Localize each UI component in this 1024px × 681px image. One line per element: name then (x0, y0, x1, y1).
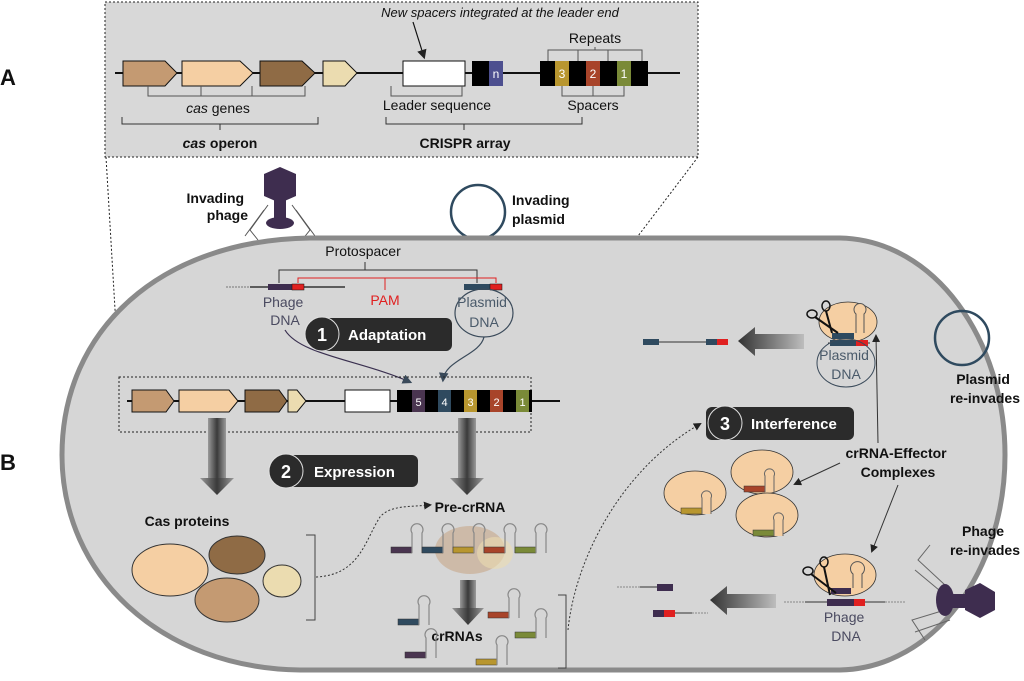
invading-plasmid (449, 183, 507, 241)
array-spacer-label: 4 (441, 397, 447, 409)
array-spacer-label: 1 (519, 397, 525, 409)
spacers-label: Spacers (567, 97, 618, 113)
expression-arrow-crispr (450, 418, 484, 495)
invading-phage-label: Invading phage (187, 190, 249, 223)
invading-plasmid-label: Invading plasmid (512, 192, 573, 227)
scissors-icon (802, 556, 837, 596)
pre-crrna-unit (421, 523, 455, 554)
spacer-2 (586, 61, 600, 86)
spacer-n (489, 61, 503, 86)
crispr-array-label: CRISPR array (419, 135, 510, 151)
crrnas (397, 588, 548, 666)
repeats-label: Repeats (569, 30, 621, 46)
cas-gene-4 (322, 60, 358, 87)
phage-reinvades-label: Phage re-invades (950, 523, 1020, 558)
cas-gene-1 (122, 60, 178, 87)
pre-crrna (390, 523, 548, 574)
pre-crrna-unit (390, 523, 424, 554)
cas-proteins-label: Cas proteins (145, 513, 230, 529)
array-spacer-1 (516, 390, 529, 412)
crrna (475, 635, 509, 666)
panel-label-b: B (0, 450, 16, 475)
pre-crrna-label: Pre-crRNA (435, 499, 506, 515)
step-2-number: 2 (281, 462, 291, 482)
target-phage-dna-label: Phage DNA (824, 609, 868, 644)
leader-sequence (402, 60, 466, 87)
crrna (404, 628, 438, 659)
step-adaptation: 1 Adaptation (304, 316, 452, 352)
effector-complex (663, 470, 727, 516)
pre-crrna-unit (514, 523, 548, 554)
target-plasmid-dna-label: Plasmid DNA (819, 347, 873, 382)
cleaved-plasmid-dna (643, 339, 728, 345)
spacer-3 (555, 61, 569, 86)
leader-sequence-label: Leader sequence (383, 97, 491, 113)
panel-label-a: A (0, 65, 16, 90)
reinvading-plasmid (933, 309, 991, 367)
crrna (514, 608, 548, 639)
invading-phage (244, 167, 316, 241)
effector-complex (735, 492, 799, 538)
effector-complexes-label: crRNA-Effector Complexes (845, 445, 950, 480)
crrna (487, 588, 521, 619)
cell-crispr-locus: 5 4 3 2 1 (118, 376, 560, 433)
expression-arrow-cas (200, 418, 234, 495)
cleaved-phage-dna (617, 584, 708, 617)
plasmid-target-complex: Plasmid DNA (806, 300, 878, 388)
cas-gene-3 (259, 60, 316, 87)
phage-dna-label: Phage DNA (263, 294, 307, 328)
spacer-n-label: n (493, 67, 500, 81)
reinvading-phage (911, 544, 995, 641)
panel-a: cas genes cas operon Leader sequence n N… (104, 1, 699, 378)
array-spacer-4 (438, 390, 451, 412)
effector-complexes (663, 449, 799, 538)
protospacer-label: Protospacer (325, 243, 401, 259)
step-3-label: Interference (751, 416, 837, 433)
processing-arrow (452, 580, 484, 625)
crrnas-label: crRNAs (431, 628, 483, 644)
cas-operon-label: cas operon (183, 135, 258, 151)
array-spacer-2 (490, 390, 503, 412)
crrna (397, 595, 431, 626)
cas-genes-label: cas genes (186, 100, 250, 116)
spacer-1 (617, 61, 631, 86)
array-spacer-label: 2 (493, 397, 499, 409)
pre-crrna-unit (483, 523, 517, 554)
phage-target-complex: Phage DNA (784, 553, 905, 644)
step-1-number: 1 (317, 325, 327, 345)
cas-gene-2 (181, 60, 254, 87)
step-3-number: 3 (720, 414, 730, 434)
spacer-2-label: 2 (590, 67, 597, 81)
cleavage-arrow-phage (710, 586, 776, 615)
spacer-3-label: 3 (559, 67, 566, 81)
pam-label: PAM (370, 292, 399, 308)
step-expression: 2 Expression (268, 453, 418, 489)
plasmid-reinvades-label: Plasmid re-invades (950, 371, 1020, 406)
cleavage-arrow-plasmid (738, 327, 804, 356)
effector-complex (730, 449, 794, 495)
new-spacers-annotation: New spacers integrated at the leader end (381, 5, 620, 20)
pre-crrna-unit (452, 523, 486, 554)
protospacer-group: Protospacer Phage DNA PAM Plasmid DNA (226, 243, 514, 384)
plasmid-dna-label: Plasmid DNA (457, 294, 511, 330)
step-interference: 3 Interference (706, 405, 854, 441)
cas-proteins (131, 501, 432, 623)
array-spacer-3 (464, 390, 477, 412)
step-1-label: Adaptation (348, 327, 426, 344)
scissors-icon (806, 300, 839, 334)
array-spacer-label: 3 (467, 397, 473, 409)
array-spacer-label: 5 (415, 397, 421, 409)
array-spacer-5 (412, 390, 425, 412)
step-2-label: Expression (314, 464, 395, 481)
spacer-1-label: 1 (621, 67, 628, 81)
